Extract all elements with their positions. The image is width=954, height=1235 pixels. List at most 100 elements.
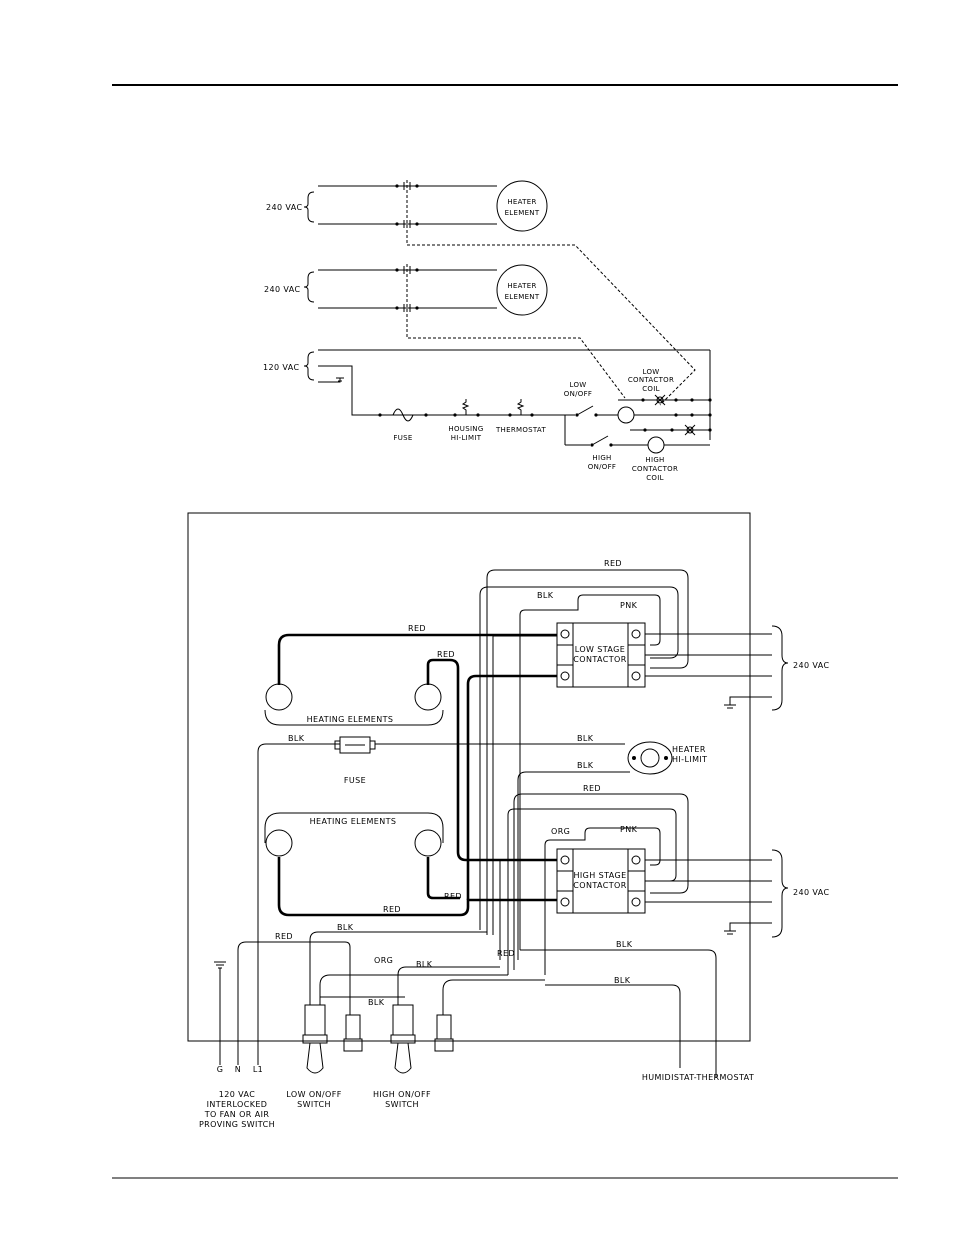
heating-elements-bracket: [264, 812, 444, 843]
high-switch-label: SWITCH: [385, 1100, 419, 1109]
wire-blk: [309, 931, 487, 1005]
wire-loop: [479, 586, 679, 930]
heating-element: [265, 829, 293, 857]
high-onoff-label: HIGH: [592, 454, 611, 462]
thermostat-label: THERMOSTAT: [495, 426, 546, 434]
wire-red-loop: [486, 569, 689, 935]
heater-2-label: ELEMENT: [505, 293, 540, 301]
fuse-label: FUSE: [393, 434, 412, 442]
high-contactor-coil-icon: [647, 436, 665, 454]
supply-2-brace: [303, 271, 315, 303]
low-contactor-label: CONTACTOR: [573, 655, 626, 664]
wire-red-heavy: [277, 633, 557, 685]
wire-red-heavy: [466, 674, 557, 900]
fuse-label: FUSE: [344, 776, 366, 785]
heater-hilimit-label: HEATER: [672, 745, 706, 754]
high-stage-contactor: HIGH STAGE CONTACTOR: [556, 848, 646, 914]
supply-2-label: 240 VAC: [264, 285, 301, 294]
heater-element-2: [496, 264, 548, 316]
ground-icon: [336, 377, 344, 382]
wire-blk: [257, 743, 340, 1065]
supply-high-label: 240 VAC: [793, 888, 830, 897]
wire-label-red: RED: [383, 905, 401, 914]
fuse-holder-icon: [334, 736, 376, 754]
heater-2-label: HEATER: [507, 282, 536, 290]
low-coil-label: CONTACTOR: [628, 376, 674, 384]
high-coil-label: COIL: [646, 474, 664, 482]
wire: [318, 365, 565, 416]
connector-plug: [343, 1014, 363, 1052]
low-coil-label: LOW: [643, 368, 660, 376]
heating-element: [265, 683, 293, 711]
interlock-note: 120 VAC: [219, 1090, 256, 1099]
heater-1-label: ELEMENT: [505, 209, 540, 217]
high-coil-label: CONTACTOR: [632, 465, 678, 473]
low-onoff-switch[interactable]: [302, 1004, 328, 1074]
wire-label-blk: BLK: [577, 734, 594, 743]
high-switch-label: HIGH ON/OFF: [373, 1090, 431, 1099]
wire-label-org: ORG: [551, 827, 570, 836]
ground-icon: [724, 704, 736, 709]
wire-blk: [397, 966, 500, 1005]
wire-label-pnk: PNK: [620, 825, 638, 834]
wire-label-red: RED: [275, 932, 293, 941]
wire-red: [513, 793, 689, 970]
ground-icon: [724, 930, 736, 935]
wire-label-blk: BLK: [416, 960, 433, 969]
wire-label-red: RED: [408, 624, 426, 633]
heater-hilimit-icon: [627, 741, 673, 775]
wire-label-blk: BLK: [537, 591, 554, 600]
low-onoff-switch-icon: [576, 405, 594, 416]
supply-1-label: 240 VAC: [266, 203, 303, 212]
schematic-dots: [378, 413, 534, 417]
interlock-note: TO FAN OR AIR: [204, 1110, 270, 1119]
wire-org-pnk: [544, 827, 661, 975]
low-switch-label: SWITCH: [297, 1100, 331, 1109]
wiring-diagram: RED BLK PNK RED RED LOW STAGE CONTACTOR …: [187, 512, 830, 1129]
wire-label-red: RED: [604, 559, 622, 568]
control-box-outline: [187, 512, 751, 1042]
wire-red-heavy: [426, 658, 557, 862]
wire-loop: [507, 808, 677, 975]
supply-low-brace: [771, 625, 789, 711]
terminal-g-label: G: [217, 1065, 224, 1074]
wire-label-red: RED: [444, 892, 462, 901]
high-onoff-switch[interactable]: [390, 1004, 416, 1074]
heating-elements-label: HEATING ELEMENTS: [307, 715, 394, 724]
linkage-low: [406, 180, 696, 406]
heater-hilimit-label: HI-LIMIT: [672, 755, 707, 764]
supply-3-label: 120 VAC: [263, 363, 300, 372]
heating-element: [414, 829, 442, 857]
interlock-note: INTERLOCKED: [207, 1100, 268, 1109]
housing-hilimit-label: HI-LIMIT: [451, 434, 482, 442]
wire-org: [319, 974, 508, 1005]
heating-elements-bracket: [264, 709, 444, 726]
schematic-diagram: 240 VAC HEATER ELEMENT 240 VAC HEATER EL…: [263, 180, 712, 482]
supply-3-brace: [303, 351, 315, 381]
wire-label-blk: BLK: [577, 761, 594, 770]
high-onoff-label: ON/OFF: [588, 463, 616, 471]
terminal-n-label: N: [235, 1065, 241, 1074]
wire-red: [442, 979, 545, 1015]
wire-blk: [517, 771, 630, 960]
wire-label-blk: BLK: [614, 976, 631, 985]
heating-element: [414, 683, 442, 711]
low-stage-contactor: LOW STAGE CONTACTOR: [556, 622, 646, 688]
thermostat-icon: [516, 399, 525, 415]
heater-element-1: [496, 180, 548, 232]
low-onoff-label: ON/OFF: [564, 390, 592, 398]
heater-1-label: HEATER: [507, 198, 536, 206]
low-contactor-coil-icon: [617, 406, 635, 424]
contact-pair: [395, 266, 419, 312]
ground-wire: [318, 378, 341, 383]
wire-label-blk: BLK: [616, 940, 633, 949]
ground-wire: [729, 922, 772, 931]
lamp-icon: [654, 394, 666, 406]
wire: [499, 859, 557, 960]
low-contactor-label: LOW STAGE: [575, 645, 625, 654]
supply-high-brace: [771, 849, 789, 938]
wire-label-red: RED: [437, 650, 455, 659]
wire-red-heavy: [426, 857, 460, 900]
wire-label-red: RED: [497, 949, 515, 958]
